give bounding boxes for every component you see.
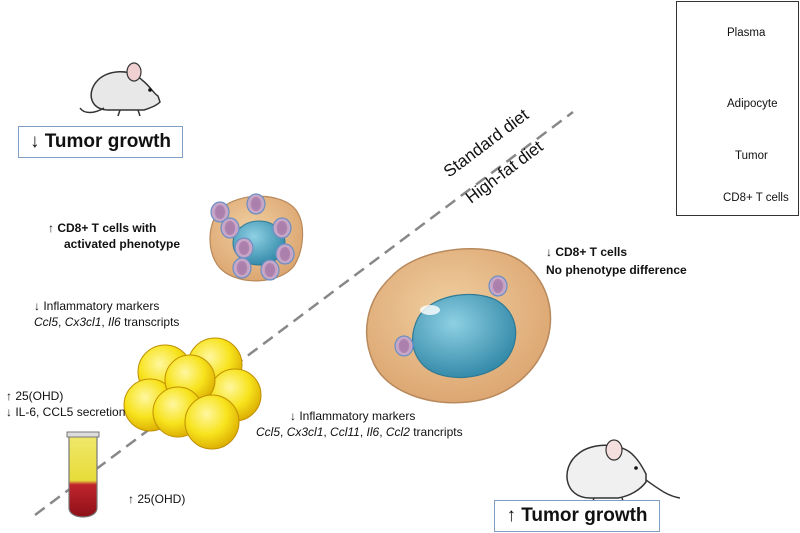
legend-cd8-label: CD8+ T cells [723, 192, 789, 204]
hfd-inflammatory-markers-label: ↓ Inflammatory markers [290, 409, 416, 423]
legend-adipocyte-label: Adipocyte [727, 98, 778, 110]
tumor-small [209, 193, 304, 282]
highfat-segment: Ccl5 [256, 425, 281, 439]
hfd-inflammatory-transcripts-label: Ccl5, Cx3cl1, Ccl11, Il6, Ccl2 trancript… [256, 424, 463, 440]
legend-panel: Plasma Adipocyte Tumor CD8+ T cells [676, 1, 799, 216]
activated-phenotype-label: activated phenotype [64, 237, 181, 251]
highfat-segment: , [359, 425, 367, 439]
cd8-t-cell [272, 217, 292, 239]
cd8-t-cell [260, 259, 280, 281]
cytokine-secretion-label: ↓ IL-6, CCL5 secretion [6, 405, 126, 419]
standard-segment: transcripts [120, 315, 180, 329]
highfat-segment: , [379, 425, 386, 439]
diet-divider-line [34, 110, 574, 517]
highfat-segment: Ccl2 [385, 425, 410, 439]
legend-plasma-label: Plasma [727, 27, 766, 39]
adipocyte-cluster [123, 337, 262, 450]
no-phenotype-difference-label: No phenotype difference [546, 263, 687, 277]
mouse-icon [79, 62, 161, 117]
plasma-tube [66, 431, 100, 518]
highfat-segment: Cx3cl1 [286, 425, 324, 439]
highfat-segment: Ccl11 [330, 425, 360, 439]
plasma-25ohd-label: ↑ 25(OHD) [6, 389, 64, 403]
tumor-large [365, 248, 552, 404]
tumor-growth-increase-box: ↑ Tumor growth [494, 500, 660, 532]
standard-segment: Il6 [108, 315, 121, 329]
cd8-t-cell [220, 217, 240, 239]
cd8-increase-label: ↑ CD8+ T cells with [48, 221, 157, 235]
highfat-segment: , [323, 425, 331, 439]
standard-segment: Cx3cl1 [64, 315, 102, 329]
standard-segment: , [101, 315, 109, 329]
cd8-decrease-label: ↓ CD8+ T cells [546, 245, 628, 259]
cd8-t-cell [234, 237, 254, 259]
hfd-plasma-25ohd-label: ↑ 25(OHD) [128, 492, 186, 506]
standard-segment: Ccl5 [34, 315, 59, 329]
obese-mouse-icon [566, 439, 681, 505]
cd8-t-cell [275, 243, 295, 265]
cd8-t-cell [488, 275, 508, 297]
inflammatory-transcripts-label: Ccl5, Cx3cl1, Il6 transcripts [34, 314, 179, 330]
highfat-segment: , [280, 425, 287, 439]
cd8-t-cell [246, 193, 266, 215]
highfat-segment: trancripts [409, 425, 463, 439]
cd8-t-cell [232, 257, 252, 279]
highfat-segment: Il6 [366, 425, 380, 439]
tumor-growth-decrease-box: ↓ Tumor growth [18, 126, 183, 158]
inflammatory-markers-label: ↓ Inflammatory markers [34, 299, 160, 313]
standard-segment: , [58, 315, 65, 329]
cd8-t-cell [394, 335, 414, 357]
legend-tumor-label: Tumor [735, 150, 768, 162]
